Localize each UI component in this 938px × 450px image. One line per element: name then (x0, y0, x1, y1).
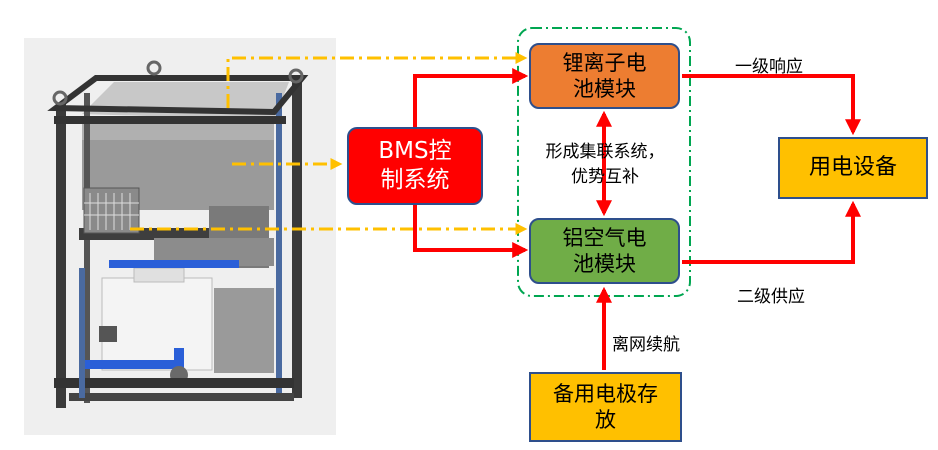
primary-response-label: 一级响应 (735, 57, 803, 77)
power-device-box: 用电设备 (778, 137, 928, 199)
al-air-module-box: 铝空气电 池模块 (529, 218, 680, 284)
synergy-label: 形成集联系统， 优势互补 (545, 142, 665, 187)
spare-electrode-label: 备用电极存 放 (553, 381, 658, 432)
bms-label: BMS控 制系统 (378, 138, 452, 193)
secondary-supply-label: 二级供应 (737, 287, 805, 307)
spare-electrode-storage-box: 备用电极存 放 (529, 372, 682, 442)
power-device-label: 用电设备 (808, 155, 897, 181)
equipment-rack-image (24, 38, 336, 435)
offgrid-endurance-label: 离网续航 (612, 335, 680, 355)
bms-control-system-box: BMS控 制系统 (347, 127, 483, 205)
li-ion-module-box: 锂离子电 池模块 (529, 43, 680, 109)
li-ion-label: 锂离子电 池模块 (562, 50, 647, 101)
al-air-label: 铝空气电 池模块 (562, 225, 647, 276)
